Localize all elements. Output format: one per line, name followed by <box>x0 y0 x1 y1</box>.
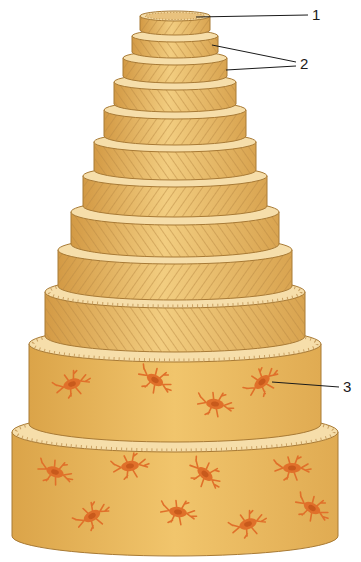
central-canal <box>145 13 205 20</box>
leader-line <box>272 382 339 387</box>
leader-line <box>226 66 296 70</box>
callout-number: 2 <box>300 55 308 73</box>
osteocyte <box>34 451 334 542</box>
leader-lines <box>196 15 339 387</box>
leader-line <box>212 45 296 62</box>
callout-number: 3 <box>343 378 351 396</box>
osteocyte <box>51 361 284 420</box>
lamella <box>140 11 210 35</box>
leader-line <box>196 15 308 17</box>
lamella-top <box>140 11 210 21</box>
callout-number: 1 <box>312 6 320 24</box>
